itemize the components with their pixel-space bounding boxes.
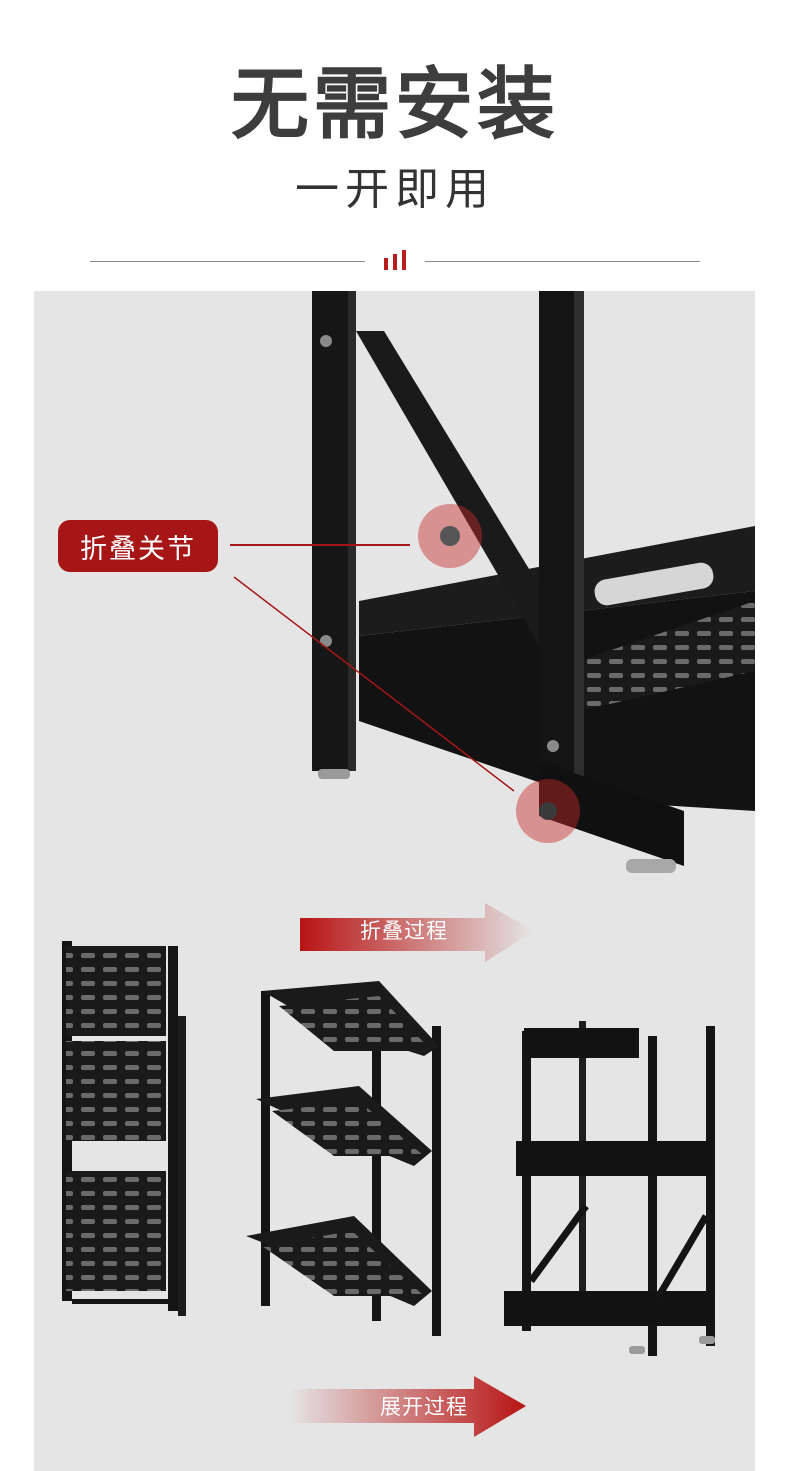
unfold-process-label: 展开过程 bbox=[380, 1395, 468, 1419]
closeup-frame bbox=[230, 291, 755, 873]
half-folded-shelf bbox=[246, 981, 441, 1336]
page-title: 无需安装 bbox=[230, 60, 559, 150]
folding-joint-badge: 折叠关节 bbox=[58, 520, 218, 572]
fold-process-label: 折叠过程 bbox=[360, 919, 448, 943]
unfolded-shelf bbox=[504, 1021, 715, 1356]
divider-line-left bbox=[90, 261, 365, 262]
fold-arrow-icon bbox=[300, 903, 534, 962]
product-photo bbox=[34, 291, 755, 1471]
folded-shelf bbox=[62, 941, 186, 1316]
shelf-illustration bbox=[62, 291, 755, 1437]
page-subtitle: 一开即用 bbox=[295, 164, 495, 215]
divider-line-right bbox=[425, 261, 700, 262]
divider-accent-icon bbox=[384, 250, 406, 270]
unfold-arrow-icon bbox=[289, 1376, 526, 1437]
